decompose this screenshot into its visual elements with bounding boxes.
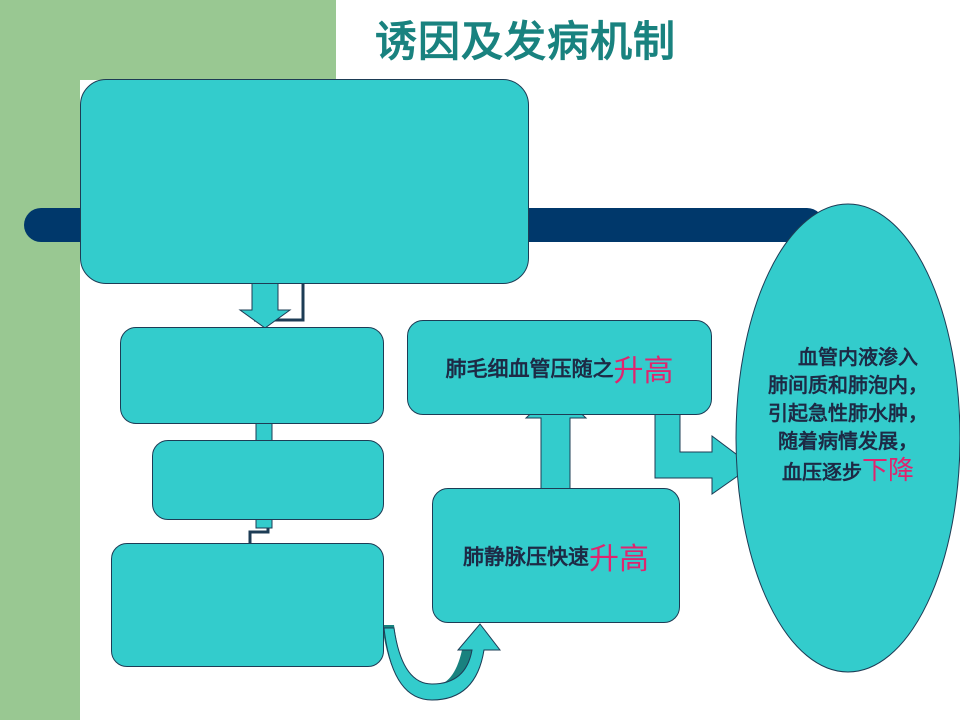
down-arrow [238,279,292,329]
pulmonary-edema-ellipse [735,203,960,673]
capillary-text-accent: 升高 [613,353,674,389]
venous-text-main: 肺静脉压快速 [463,544,589,569]
ellipse-line-3: 引起急性肺水肿， [768,401,928,425]
ellipse-line-1: 血管内液渗入 [798,345,918,369]
ellipse-line-5-text: 血压逐步 [781,460,862,484]
left-box-2 [152,440,384,520]
ellipse-line-5-accent: 下降 [861,456,914,486]
bent-right-arrow [654,399,753,495]
left-box-1 [120,327,384,424]
curved-arrow [383,623,502,701]
slide-title: 诱因及发病机制 [375,17,677,66]
ellipse-line-2: 肺间质和肺泡内， [768,373,928,397]
venous-pressure-text: 肺静脉压快速升高 [432,488,680,623]
venous-text-accent: 升高 [589,541,649,577]
ellipse-line-4: 随着病情发展， [778,429,918,453]
pulmonary-edema-text: 血管内液渗入 肺间质和肺泡内， 引起急性肺水肿， 随着病情发展， 血压逐步下降 [736,343,960,486]
left-box-3 [111,543,384,667]
background-green-left-bar [0,0,80,720]
capillary-pressure-text: 肺毛细血管压随之升高 [407,320,712,415]
capillary-pressure-box [407,320,712,415]
ellipse-line-5: 血压逐步下降 [736,457,960,486]
capillary-text-main: 肺毛细血管压随之 [445,356,614,381]
cause-box-large [80,79,529,284]
venous-pressure-box [432,488,680,623]
